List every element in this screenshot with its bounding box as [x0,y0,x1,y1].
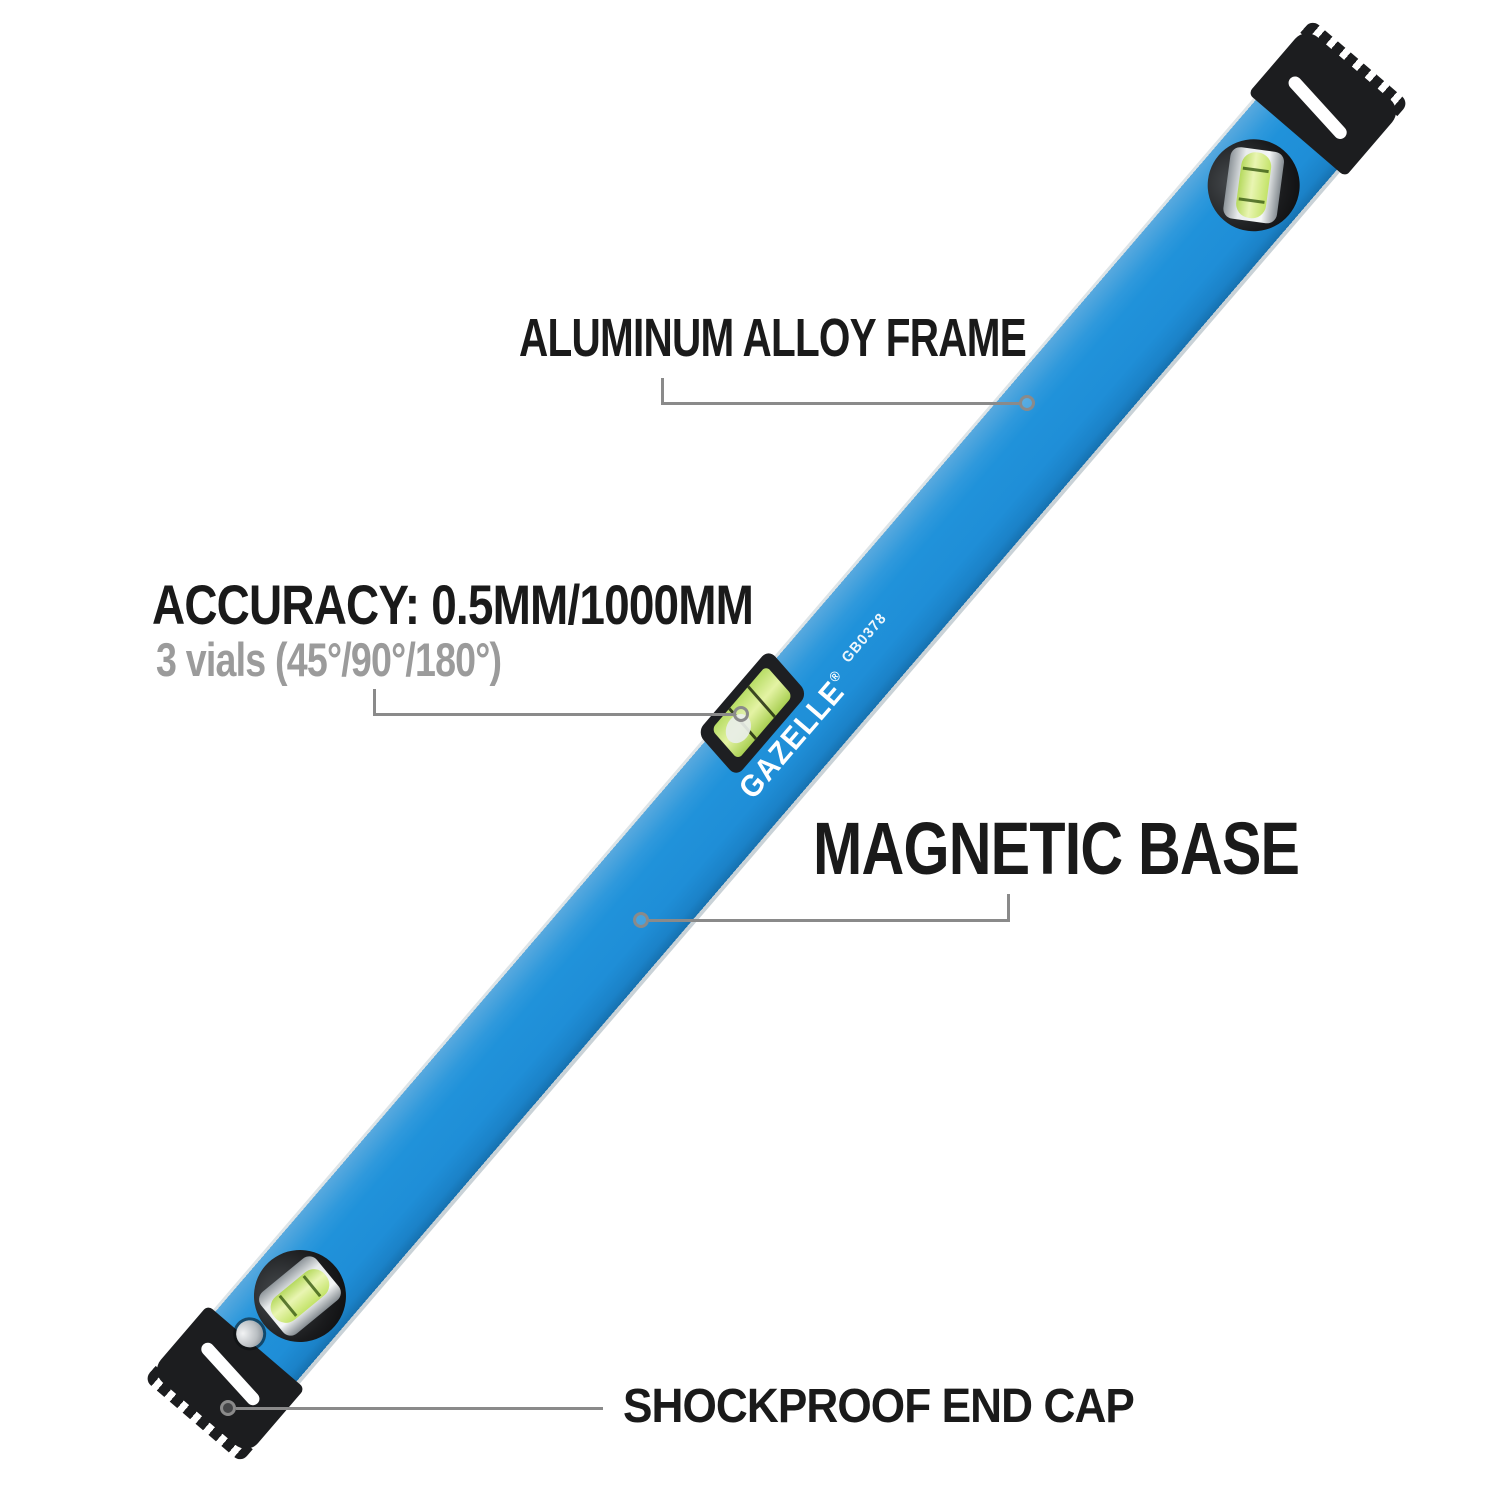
callout-line [661,378,664,405]
end-cap-slot [198,1340,263,1408]
callout-line [236,1407,603,1410]
callout-dot [733,706,749,722]
callout-line [373,713,736,716]
label-vials: 3 vials (45°/90°/180°) [156,633,502,686]
label-magnetic-base: MAGNETIC BASE [813,807,1300,890]
callout-line [373,689,376,716]
callout-line [649,919,1010,922]
callout-dot [633,912,649,928]
callout-line [1007,894,1010,922]
callout-dot [1019,395,1035,411]
vial-rotor [1202,134,1305,237]
label-aluminum-alloy-frame: ALUMINUM ALLOY FRAME [519,308,1027,368]
spirit-level: GAZELLE® GB0378 [150,26,1403,1456]
callout-dot [220,1400,236,1416]
label-shockproof-end-cap: SHOCKPROOF END CAP [623,1380,1135,1433]
end-cap-slot [1285,73,1350,142]
callout-line [661,402,1021,405]
label-accuracy: ACCURACY: 0.5MM/1000MM [152,573,754,636]
